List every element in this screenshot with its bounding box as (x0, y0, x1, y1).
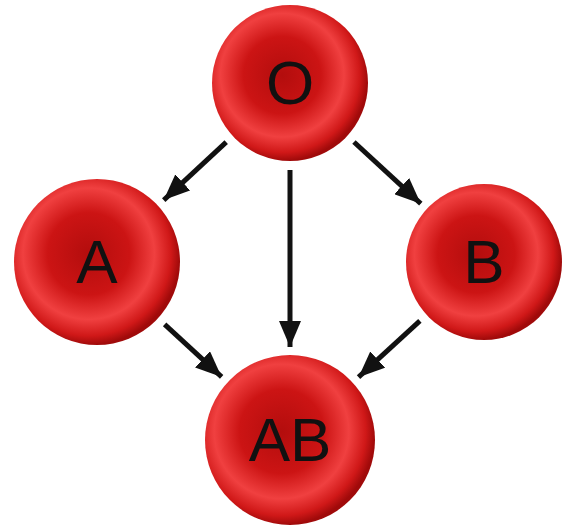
blood-type-label: AB (249, 409, 332, 471)
arrow-connector (164, 142, 226, 200)
blood-cell: B (406, 184, 562, 340)
arrow-connector (354, 142, 421, 204)
cell-disc (212, 5, 368, 161)
arrow-connector (359, 321, 420, 377)
blood-cell: A (14, 179, 180, 345)
blood-cell: O (212, 5, 368, 161)
blood-type-label: A (76, 231, 117, 293)
blood-cell: AB (205, 355, 375, 525)
blood-type-label: B (463, 231, 504, 293)
cell-disc (406, 184, 562, 340)
arrow-connector (165, 324, 222, 377)
cell-disc (205, 355, 375, 525)
arrow-connector (288, 170, 293, 347)
cell-disc (14, 179, 180, 345)
blood-type-label: O (266, 52, 314, 114)
